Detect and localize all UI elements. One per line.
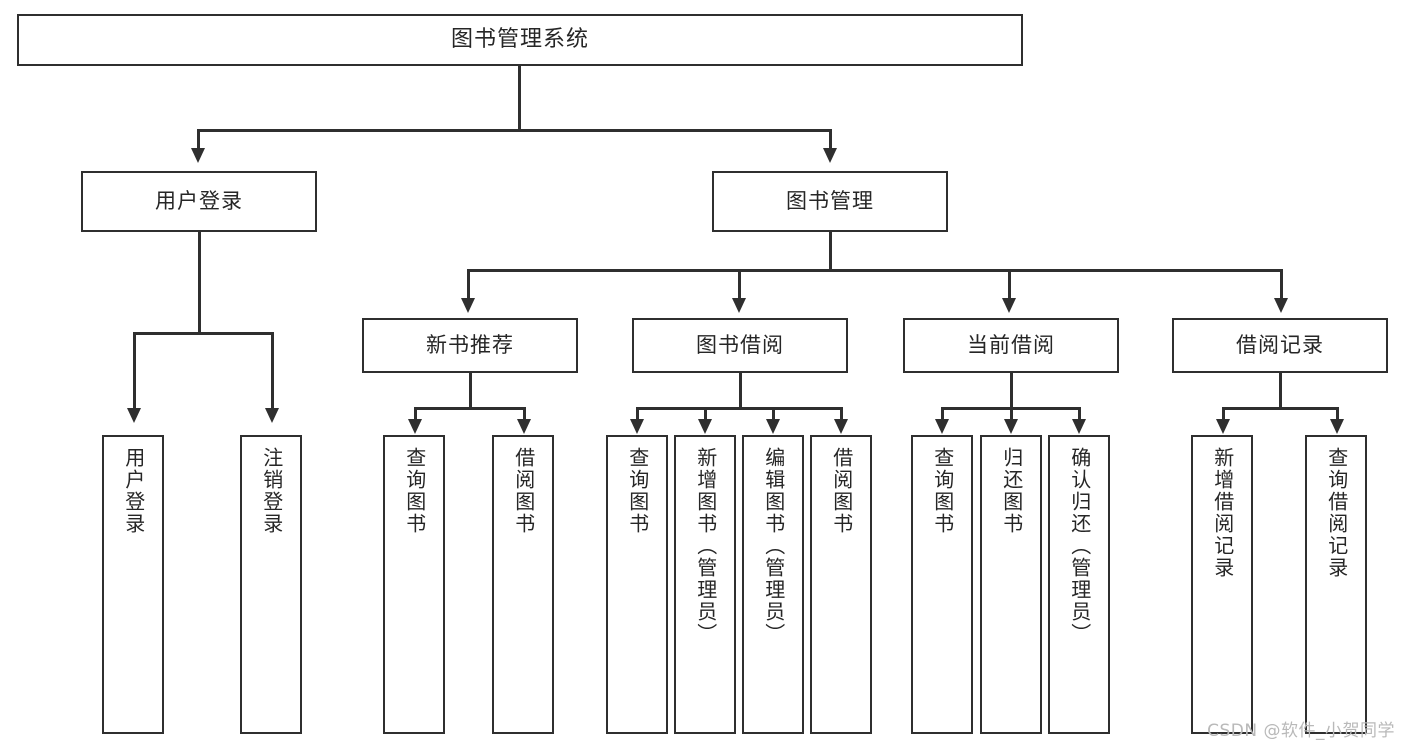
node-label: 注销登录 — [259, 447, 284, 535]
arrowhead-current-borrow-leaf-3 — [1072, 419, 1086, 434]
arrowhead-to-book-manage — [823, 148, 837, 163]
arrowhead-book-borrow-leaf-1 — [630, 419, 644, 434]
node-label: 图书管理 — [786, 189, 874, 214]
node-label: 查询图书 — [930, 447, 955, 535]
connector-book-borrow-drop-2 — [704, 407, 707, 421]
connector-current-borrow-drop-3 — [1078, 407, 1081, 421]
connector-book-borrow-drop-4 — [840, 407, 843, 421]
connector-current-borrow-drop-1 — [941, 407, 944, 421]
leaf-borrow-record-query[interactable]: 查询借阅记录 — [1305, 435, 1367, 734]
arrowhead-to-new-book — [461, 298, 475, 313]
connector-user-login-drop-2 — [271, 332, 274, 410]
leaf-user-login-signin[interactable]: 用户登录 — [102, 435, 164, 734]
node-book-borrow[interactable]: 图书借阅 — [632, 318, 848, 373]
node-label: 查询借阅记录 — [1324, 447, 1349, 579]
connector-book-manage-bus — [467, 269, 1282, 272]
node-label: 新增借阅记录 — [1210, 447, 1235, 579]
arrowhead-book-borrow-leaf-3 — [766, 419, 780, 434]
connector-borrow-record-stem — [1279, 373, 1282, 409]
node-label: 查询图书 — [402, 447, 427, 535]
connector-current-borrow-stem — [1010, 373, 1013, 409]
connector-root-drop-right — [829, 129, 832, 151]
node-label: 新增图书（管理员） — [693, 447, 718, 645]
leaf-book-borrow-query[interactable]: 查询图书 — [606, 435, 668, 734]
leaf-current-borrow-confirm[interactable]: 确认归还（管理员） — [1048, 435, 1110, 734]
node-label: 借阅图书 — [511, 447, 536, 535]
arrowhead-to-borrow-record — [1274, 298, 1288, 313]
connector-borrow-record-drop-1 — [1222, 407, 1225, 421]
node-label: 归还图书 — [999, 447, 1024, 535]
node-label: 查询图书 — [625, 447, 650, 535]
leaf-user-login-signout[interactable]: 注销登录 — [240, 435, 302, 734]
arrowhead-new-book-leaf-1 — [408, 419, 422, 434]
arrowhead-book-borrow-leaf-4 — [834, 419, 848, 434]
connector-borrow-record-drop-2 — [1336, 407, 1339, 421]
node-root-system[interactable]: 图书管理系统 — [17, 14, 1023, 66]
arrowhead-to-book-borrow — [732, 298, 746, 313]
connector-new-book-stem — [469, 373, 472, 409]
leaf-book-borrow-add[interactable]: 新增图书（管理员） — [674, 435, 736, 734]
node-current-borrow[interactable]: 当前借阅 — [903, 318, 1119, 373]
leaf-new-book-query[interactable]: 查询图书 — [383, 435, 445, 734]
node-book-manage[interactable]: 图书管理 — [712, 171, 948, 232]
connector-user-login-stem — [198, 232, 201, 333]
leaf-book-borrow-borrow[interactable]: 借阅图书 — [810, 435, 872, 734]
watermark-text: CSDN @软件_小贺同学 — [1207, 721, 1395, 741]
arrowhead-book-borrow-leaf-2 — [698, 419, 712, 434]
leaf-borrow-record-add[interactable]: 新增借阅记录 — [1191, 435, 1253, 734]
connector-current-borrow-drop-2 — [1010, 407, 1013, 421]
connector-book-manage-drop-4 — [1280, 269, 1283, 300]
node-label: 确认归还（管理员） — [1067, 447, 1092, 645]
arrowhead-new-book-leaf-2 — [517, 419, 531, 434]
arrowhead-borrow-record-leaf-2 — [1330, 419, 1344, 434]
connector-book-borrow-drop-1 — [636, 407, 639, 421]
connector-book-borrow-bus — [636, 407, 842, 410]
connector-user-login-drop-1 — [133, 332, 136, 410]
arrowhead-user-login-leaf-2 — [265, 408, 279, 423]
connector-borrow-record-bus — [1222, 407, 1338, 410]
connector-new-book-drop-2 — [523, 407, 526, 421]
node-label: 编辑图书（管理员） — [761, 447, 786, 645]
node-borrow-record[interactable]: 借阅记录 — [1172, 318, 1388, 373]
connector-book-borrow-stem — [739, 373, 742, 409]
connector-book-manage-drop-3 — [1008, 269, 1011, 300]
connector-book-manage-drop-1 — [467, 269, 470, 300]
node-label: 借阅记录 — [1236, 333, 1324, 358]
connector-book-manage-drop-2 — [738, 269, 741, 300]
leaf-book-borrow-edit[interactable]: 编辑图书（管理员） — [742, 435, 804, 734]
node-label: 借阅图书 — [829, 447, 854, 535]
arrowhead-current-borrow-leaf-1 — [935, 419, 949, 434]
connector-new-book-bus — [414, 407, 526, 410]
connector-root-bus — [197, 129, 831, 132]
node-label: 用户登录 — [121, 447, 146, 535]
leaf-current-borrow-return[interactable]: 归还图书 — [980, 435, 1042, 734]
connector-book-manage-stem — [829, 232, 832, 271]
node-new-book-recommend[interactable]: 新书推荐 — [362, 318, 578, 373]
connector-root-stem — [518, 66, 521, 130]
arrowhead-to-user-login — [191, 148, 205, 163]
leaf-new-book-borrow[interactable]: 借阅图书 — [492, 435, 554, 734]
arrowhead-to-current-borrow — [1002, 298, 1016, 313]
node-label: 当前借阅 — [967, 333, 1055, 358]
arrowhead-borrow-record-leaf-1 — [1216, 419, 1230, 434]
arrowhead-current-borrow-leaf-2 — [1004, 419, 1018, 434]
connector-new-book-drop-1 — [414, 407, 417, 421]
node-label: 图书借阅 — [696, 333, 784, 358]
node-label: 用户登录 — [155, 189, 243, 214]
connector-root-drop-left — [197, 129, 200, 151]
connector-book-borrow-drop-3 — [772, 407, 775, 421]
node-user-login[interactable]: 用户登录 — [81, 171, 317, 232]
leaf-current-borrow-query[interactable]: 查询图书 — [911, 435, 973, 734]
arrowhead-user-login-leaf-1 — [127, 408, 141, 423]
node-label: 新书推荐 — [426, 333, 514, 358]
connector-user-login-bus — [133, 332, 273, 335]
node-label: 图书管理系统 — [450, 27, 589, 53]
